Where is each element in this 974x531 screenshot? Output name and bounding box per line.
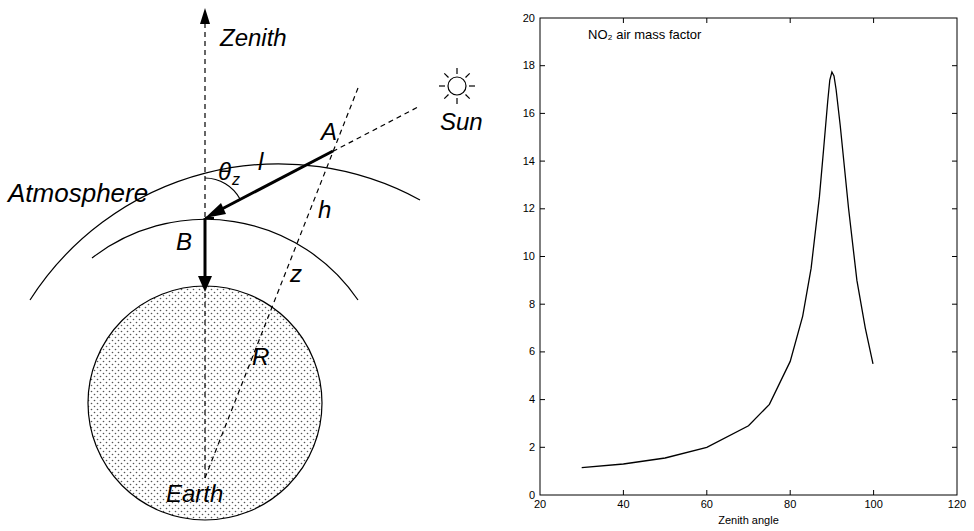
point-label: A bbox=[321, 120, 337, 144]
axis-tick bbox=[706, 18, 707, 23]
air-mass-factor-curve bbox=[582, 72, 873, 468]
y-tick-label: 2 bbox=[529, 442, 535, 453]
point-label: B bbox=[176, 230, 192, 254]
axis-tick bbox=[952, 447, 957, 448]
axis-tick bbox=[952, 208, 957, 209]
path-length-label: l bbox=[258, 150, 263, 174]
y-tick-label: 8 bbox=[529, 299, 535, 310]
inner-atmosphere-arc bbox=[92, 219, 358, 300]
axis-tick bbox=[952, 256, 957, 257]
path-arrowhead bbox=[205, 203, 226, 218]
corner-mark bbox=[205, 217, 214, 219]
axis-tick bbox=[623, 18, 624, 23]
x-tick-label: 40 bbox=[617, 499, 629, 510]
axis-tick bbox=[952, 351, 957, 352]
axis-tick bbox=[540, 256, 545, 257]
angle-subscript: z bbox=[232, 172, 240, 188]
axis-tick bbox=[706, 490, 707, 495]
axis-tick bbox=[952, 65, 957, 66]
axis-tick bbox=[540, 399, 545, 400]
axis-tick bbox=[790, 490, 791, 495]
zenith-arrowhead bbox=[200, 8, 210, 24]
sun-ray bbox=[466, 95, 470, 99]
y-tick-label: 16 bbox=[523, 108, 535, 119]
x-tick-label: 120 bbox=[948, 499, 966, 510]
scatter-path bbox=[204, 218, 207, 278]
zenith-line bbox=[204, 24, 205, 478]
axis-tick bbox=[623, 490, 624, 495]
y-tick-label: 12 bbox=[523, 203, 535, 214]
sun-ray bbox=[444, 73, 448, 77]
sun-ray bbox=[466, 73, 470, 77]
x-tick-label: 80 bbox=[784, 499, 796, 510]
axis-tick bbox=[540, 65, 545, 66]
axis-tick bbox=[540, 208, 545, 209]
angle-symbol: θ bbox=[218, 160, 231, 184]
y-tick-label: 18 bbox=[523, 60, 535, 71]
atmosphere-label: Atmosphere bbox=[8, 180, 148, 206]
sun-ray bbox=[444, 95, 448, 99]
axis-tick bbox=[540, 447, 545, 448]
x-axis-title: Zenith angle bbox=[718, 515, 779, 526]
sun-ray bbox=[456, 98, 457, 104]
height-label: h bbox=[318, 198, 331, 222]
axis-tick bbox=[540, 113, 545, 114]
x-tick-label: 20 bbox=[534, 499, 546, 510]
axis-tick bbox=[790, 18, 791, 23]
x-tick-label: 100 bbox=[864, 499, 882, 510]
sun-direction-line bbox=[205, 106, 420, 218]
axis-tick bbox=[540, 161, 545, 162]
y-tick-label: 20 bbox=[523, 13, 535, 24]
axis-tick bbox=[952, 399, 957, 400]
axis-tick bbox=[540, 304, 545, 305]
axis-tick bbox=[952, 161, 957, 162]
scatter-arrowhead bbox=[198, 276, 212, 292]
axis-tick bbox=[952, 113, 957, 114]
altitude-label: z bbox=[290, 262, 302, 286]
sun-ray bbox=[456, 68, 457, 74]
axis-tick bbox=[873, 18, 874, 23]
sun-symbol bbox=[439, 68, 475, 104]
axis-tick bbox=[873, 490, 874, 495]
axis-tick bbox=[540, 351, 545, 352]
x-tick-label: 60 bbox=[701, 499, 713, 510]
y-tick-label: 6 bbox=[529, 346, 535, 357]
sun-label: Sun bbox=[440, 110, 483, 134]
axis-tick bbox=[952, 304, 957, 305]
sun-ray bbox=[439, 85, 445, 86]
earth-label: Earth bbox=[166, 482, 223, 506]
y-tick-label: 14 bbox=[523, 156, 535, 167]
sun-ray bbox=[469, 85, 475, 86]
zenith-label: Zenith bbox=[220, 26, 287, 50]
plot-frame bbox=[540, 18, 957, 495]
radial-line bbox=[205, 88, 358, 478]
chart-title: NO₂ air mass factor bbox=[588, 28, 701, 41]
radius-label: R bbox=[252, 345, 269, 369]
y-tick-label: 4 bbox=[529, 394, 535, 405]
y-tick-label: 10 bbox=[523, 251, 535, 262]
light-path-l bbox=[218, 151, 333, 211]
